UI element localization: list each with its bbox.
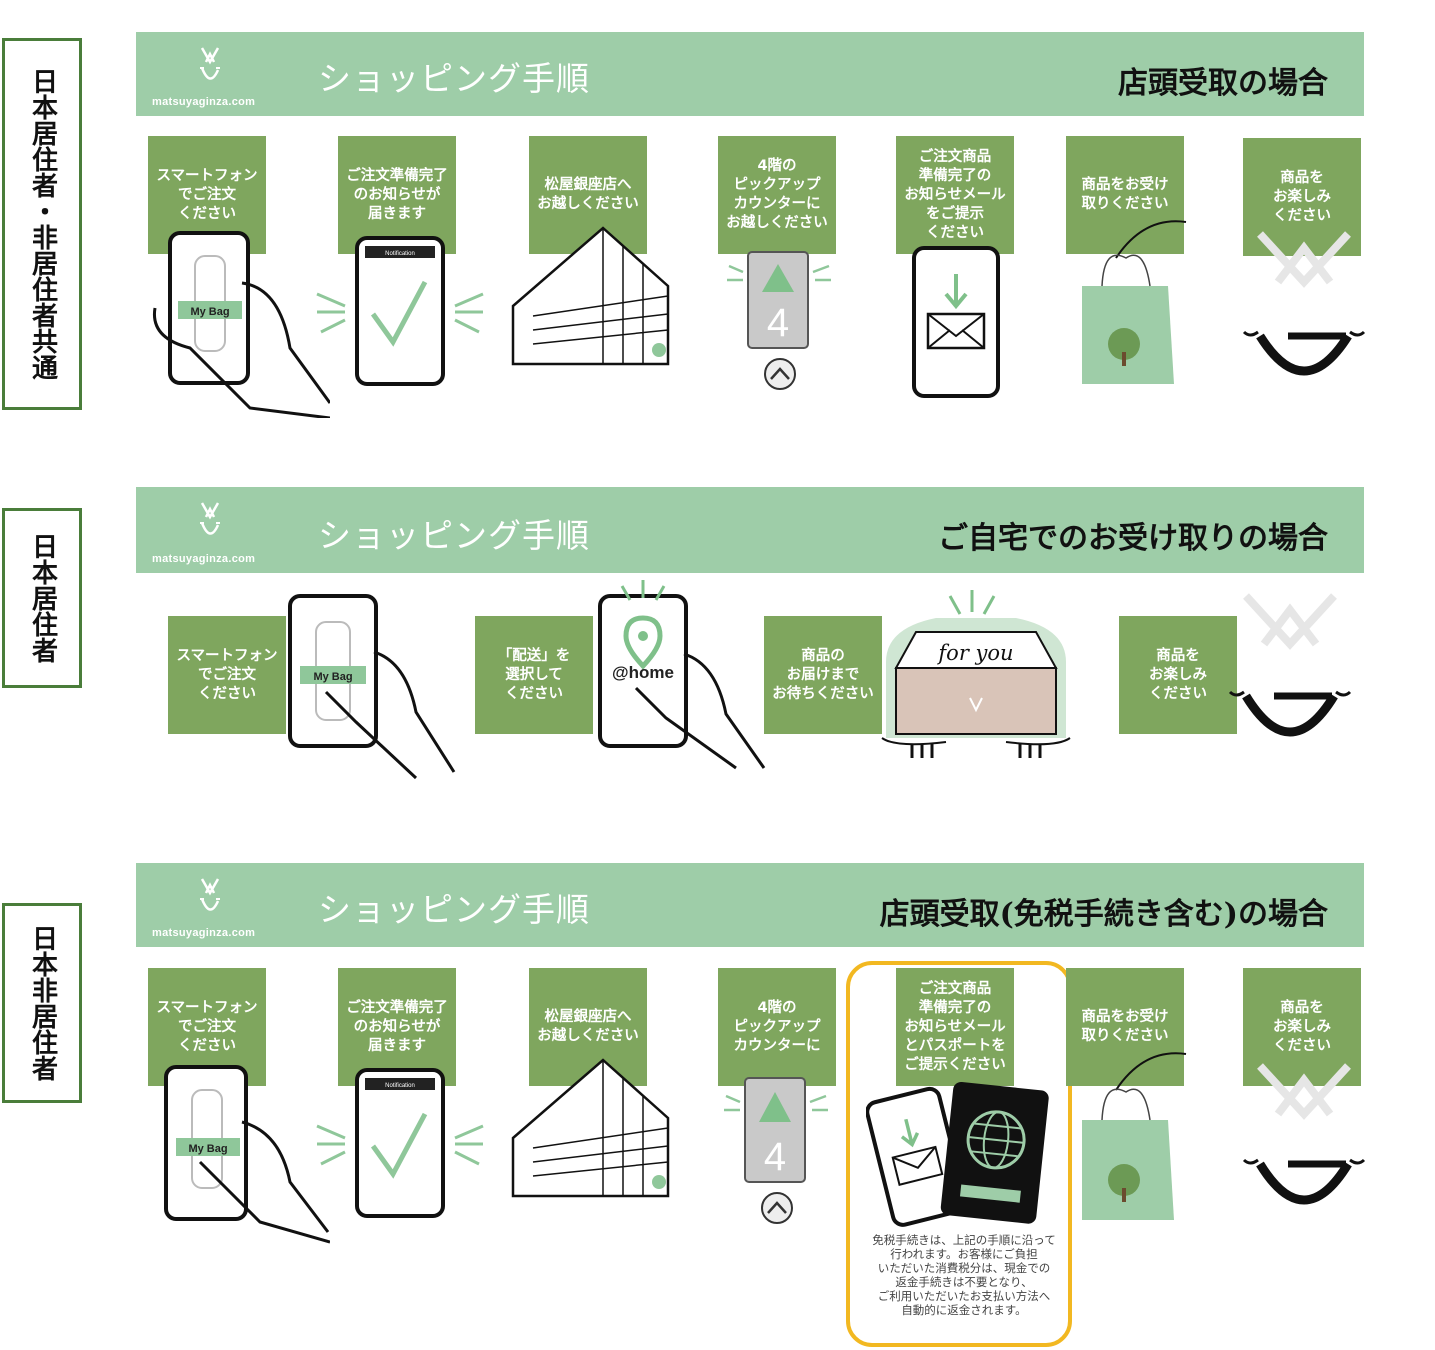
my-bag-label: My Bag <box>313 671 352 683</box>
floor-number: 4 <box>764 1135 786 1179</box>
smile-mg-icon <box>1242 1063 1366 1205</box>
brand-url: matsuyaginza.com <box>152 553 256 565</box>
home-delivery-phone-icon: @home <box>598 580 766 770</box>
notification-check-icon: Notification <box>316 236 484 386</box>
mg-logo-icon <box>200 47 220 80</box>
step-box: 商品をお受け 取りください <box>1066 968 1184 1086</box>
section-banner-tax-free: matsuyaginza.com ショッピング手順 店頭受取(免税手続き含む)の… <box>136 863 1364 947</box>
side-label-nonresident: 日本非居住者 <box>2 903 82 1103</box>
tax-free-note: 免税手続きは、上記の手順に沿って 行われます。お客様にご負担 いただいた消費税分… <box>872 1233 1056 1317</box>
elevator-floor-icon: 4 <box>724 1077 828 1224</box>
step-box: 松屋銀座店へ お越しください <box>529 968 647 1086</box>
notification-label: Notification <box>385 1083 415 1089</box>
for-you-label: for you <box>936 641 1013 665</box>
my-bag-label: My Bag <box>188 1143 227 1155</box>
smartphone-hand-icon: My Bag <box>164 1065 330 1244</box>
brand-url: matsuyaginza.com <box>152 96 256 108</box>
smile-mg-icon <box>1242 231 1366 376</box>
step-box: 商品をお受け 取りください <box>1066 136 1184 254</box>
section-title: ショッピング手順 <box>318 516 590 555</box>
department-store-icon <box>511 1058 670 1198</box>
department-store-icon <box>511 226 670 366</box>
step-box: 4階の ピックアップ カウンターに お越しください <box>718 136 836 254</box>
notification-check-icon: Notification <box>316 1068 484 1218</box>
brand-url: matsuyaginza.com <box>152 927 256 939</box>
step-box: スマートフォン でご注文 ください <box>168 616 286 734</box>
section-banner-home-delivery: matsuyaginza.com ショッピング手順 ご自宅でのお受け取りの場合 <box>136 487 1364 573</box>
smile-mg-icon <box>1228 593 1352 737</box>
smartphone-hand-icon: My Bag <box>288 594 456 780</box>
side-label-resident: 日本居住者 <box>2 508 82 688</box>
tax-free-highlight <box>846 961 1072 1347</box>
delivery-box-icon: for you <box>881 590 1071 758</box>
step-box: ご注文準備完了 のお知らせが 届きます <box>338 968 456 1086</box>
step-box: ご注文商品 準備完了の お知らせメール とパスポートを ご提示ください <box>896 968 1014 1086</box>
mg-logo-icon <box>200 878 220 911</box>
my-bag-label: My Bag <box>190 306 229 318</box>
section-case: 店頭受取の場合 <box>1118 66 1328 101</box>
step-box: ご注文準備完了 のお知らせが 届きます <box>338 136 456 254</box>
elevator-floor-icon: 4 <box>727 251 831 390</box>
floor-number: 4 <box>767 301 789 345</box>
smartphone-hand-icon: My Bag <box>152 231 330 418</box>
shopping-bag-icon <box>1082 1052 1187 1220</box>
section-title: ショッピング手順 <box>318 59 590 98</box>
notification-label: Notification <box>385 251 415 257</box>
step-box: 「配送」を 選択して ください <box>475 616 593 734</box>
step-box: 商品を お楽しみ ください <box>1119 616 1237 734</box>
section-case: 店頭受取(免税手続き含む)の場合 <box>879 897 1328 932</box>
step-box: 松屋銀座店へ お越しください <box>529 136 647 254</box>
section-banner-store-pickup: matsuyaginza.com ショッピング手順 店頭受取の場合 <box>136 32 1364 116</box>
step-box: 商品の お届けまで お待ちください <box>764 616 882 734</box>
home-label: @home <box>612 663 674 682</box>
step-box: ご注文商品 準備完了の お知らせメール をご提示 ください <box>896 136 1014 254</box>
shopping-bag-icon <box>1082 220 1187 384</box>
step-box: 4階の ピックアップ カウンターに <box>718 968 836 1086</box>
passport-phone-icon <box>866 1081 1049 1227</box>
mg-logo-icon <box>200 502 220 535</box>
section-title: ショッピング手順 <box>318 890 590 929</box>
section-case: ご自宅でのお受け取りの場合 <box>938 521 1328 556</box>
email-phone-icon <box>912 246 1000 398</box>
side-label-common: 日本居住者・非居住者共通 <box>2 38 82 410</box>
